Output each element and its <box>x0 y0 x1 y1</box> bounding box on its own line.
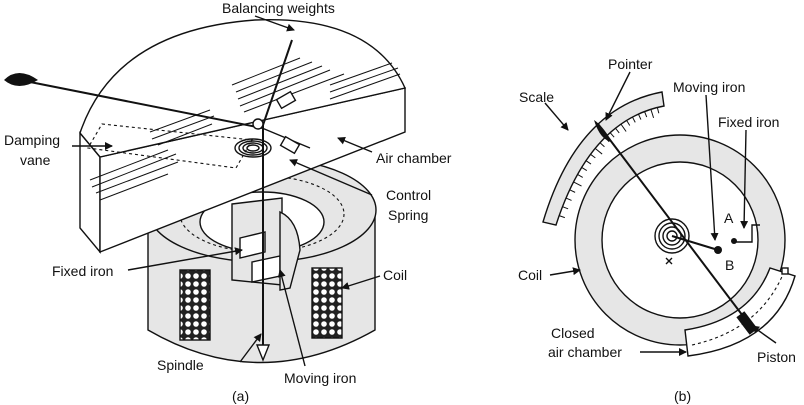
scale-tick <box>577 174 583 178</box>
scale-tick <box>594 147 603 155</box>
block-hatching <box>89 57 401 201</box>
scale-tick <box>565 197 572 201</box>
label-closed-1: Closed <box>551 325 595 341</box>
scale-tick <box>559 215 565 219</box>
coil-winding-right <box>311 267 343 339</box>
scale-tick <box>650 109 655 119</box>
label-coil-b: Coil <box>518 267 542 283</box>
label-spindle: Spindle <box>157 357 204 373</box>
scale-tick <box>609 132 615 138</box>
pointer-rod <box>19 79 263 129</box>
fixed-iron-plate <box>735 224 760 243</box>
scale-tick <box>590 153 596 159</box>
air-chamber-block <box>79 18 406 254</box>
label-point-a: A <box>724 210 734 226</box>
scale-tick <box>620 123 627 132</box>
scale-tick <box>599 142 605 148</box>
scale-tick <box>615 127 620 134</box>
label-control-spring-1: Control <box>386 187 431 203</box>
label-control-spring-2: Spring <box>388 207 428 223</box>
pointer-b <box>597 123 753 329</box>
label-coil-a: Coil <box>383 267 407 283</box>
label-point-b: B <box>725 257 734 273</box>
label-scale: Scale <box>519 89 554 105</box>
scale-tick <box>562 206 569 210</box>
scale-tick <box>585 160 592 165</box>
label-damping-vane-2: vane <box>20 152 51 168</box>
spindle-tip <box>255 344 271 362</box>
scale-arc <box>542 91 665 226</box>
label-moving-iron-b: Moving iron <box>673 79 745 95</box>
scale-tick <box>631 116 636 123</box>
caption-b: (b) <box>674 388 691 404</box>
coil-winding-left <box>179 269 211 341</box>
scale-tick <box>637 113 642 120</box>
caption-a: (a) <box>232 388 249 404</box>
pointer-b-tip <box>594 120 612 142</box>
diagram-a: Balancing weights Damping vane Air chamb… <box>4 0 452 404</box>
label-moving-iron-a: Moving iron <box>284 370 356 386</box>
scale-tick <box>626 120 631 126</box>
label-air-chamber: Air chamber <box>376 150 452 166</box>
scale-tick <box>581 166 588 171</box>
scale-tick <box>573 181 582 187</box>
diagram-b: Pointer Scale Moving iron Fixed iron A B… <box>518 56 796 404</box>
scale-tick <box>644 111 648 118</box>
label-fixed-iron-a: Fixed iron <box>52 263 113 279</box>
label-piston: Piston <box>757 349 796 365</box>
label-pointer: Pointer <box>608 56 653 72</box>
scale-tick <box>656 107 660 114</box>
scale-tick <box>569 189 576 193</box>
control-spiral-b <box>654 218 690 254</box>
balancing-weights <box>252 39 301 155</box>
pointer-tip <box>4 73 38 86</box>
label-balancing-weights: Balancing weights <box>222 0 335 16</box>
label-closed-2: air chamber <box>548 344 622 360</box>
label-damping-vane-1: Damping <box>4 132 60 148</box>
control-spring <box>234 138 272 158</box>
label-fixed-iron-b: Fixed iron <box>718 114 779 130</box>
